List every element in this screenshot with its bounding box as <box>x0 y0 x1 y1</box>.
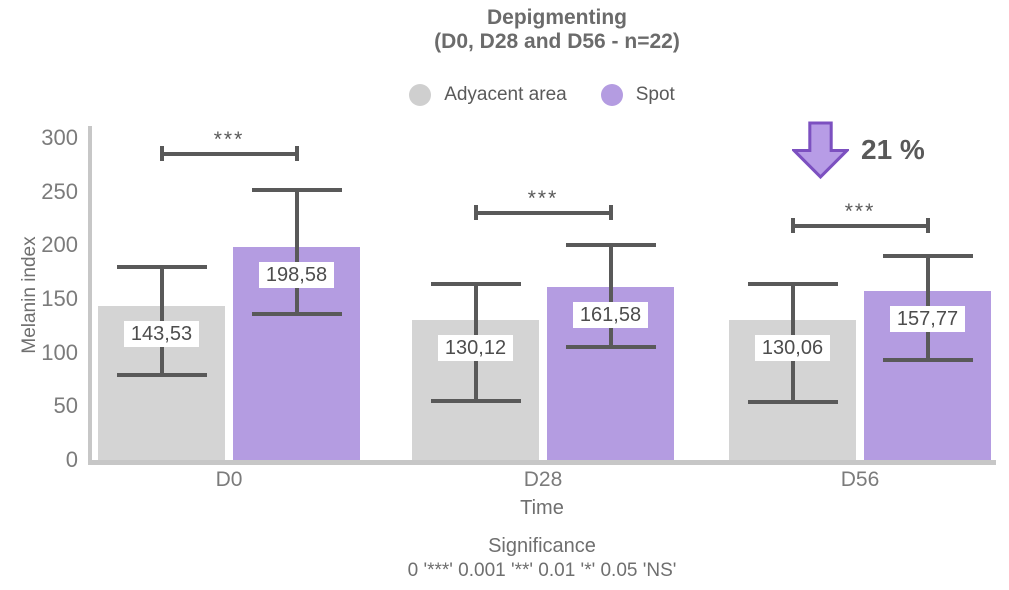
legend-label-adjacent: Adyacent area <box>444 84 567 105</box>
value-label-text: 130,12 <box>437 335 514 362</box>
sig-bracket-left-tick-D0 <box>159 146 164 161</box>
y-tick-label: 100 <box>41 339 78 365</box>
value-label-spot-D0: 198,58 <box>227 261 367 288</box>
error-bar-bottom-cap-spot-D28 <box>565 345 656 350</box>
y-tick-label: 0 <box>65 447 78 472</box>
sig-bracket-right-tick-D56 <box>925 218 930 233</box>
value-label-spot-D56: 157,77 <box>858 305 998 332</box>
value-label-spot-D28: 161,58 <box>541 301 681 328</box>
error-bar-bottom-cap-spot-D56 <box>882 358 973 363</box>
significance-scale: 0 '***' 0.001 '**' 0.01 '*' 0.05 'NS' <box>407 560 677 581</box>
value-label-adjacent-D0: 143,53 <box>92 320 232 347</box>
x-tick-label-D0: D0 <box>215 468 243 491</box>
decrease-percent-label: 21 % <box>861 134 925 165</box>
error-bar-top-cap-spot-D56 <box>882 254 973 259</box>
y-axis-line <box>88 126 92 465</box>
value-label-text: 161,58 <box>572 301 649 328</box>
value-label-text: 130,06 <box>754 335 831 362</box>
decrease-annotation: 21 % <box>792 120 925 180</box>
error-bar-top-cap-spot-D0 <box>251 187 342 192</box>
sig-bracket-left-tick-D56 <box>790 218 795 233</box>
value-label-text: 143,53 <box>123 320 200 347</box>
sig-stars-D56: *** <box>844 200 876 223</box>
sig-stars-D0: *** <box>213 128 245 151</box>
chart-title-line1: Depigmenting <box>487 6 627 29</box>
legend-item-adjacent: Adyacent area <box>409 84 567 106</box>
x-tick-label-D56: D56 <box>840 468 880 491</box>
y-tick-label: 150 <box>41 286 78 311</box>
down-arrow-icon <box>792 121 849 179</box>
value-label-text: 157,77 <box>889 305 966 332</box>
legend-item-spot: Spot <box>600 84 675 106</box>
error-bar-line-spot-D0 <box>294 189 299 315</box>
legend-dot-adjacent-icon <box>409 84 432 106</box>
value-label-adjacent-D56: 130,06 <box>723 335 863 362</box>
error-bar-line-spot-D28 <box>608 245 613 348</box>
value-label-adjacent-D28: 130,12 <box>406 335 546 362</box>
sig-bracket-right-tick-D0 <box>294 146 299 161</box>
significance-title: Significance <box>488 535 596 557</box>
sig-bracket-D56 <box>792 224 928 228</box>
x-axis-line <box>88 460 996 465</box>
error-bar-bottom-cap-adjacent-D0 <box>116 373 207 378</box>
sig-stars-D28: *** <box>527 187 559 210</box>
error-bar-bottom-cap-adjacent-D28 <box>430 398 521 403</box>
sig-bracket-right-tick-D28 <box>608 205 613 220</box>
value-label-text: 198,58 <box>258 261 335 288</box>
legend: Adyacent area Spot <box>88 84 996 106</box>
chart-title-line2: (D0, D28 and D56 - n=22) <box>434 30 680 53</box>
sig-bracket-D0 <box>161 152 297 156</box>
error-bar-top-cap-spot-D28 <box>565 243 656 248</box>
chart-title: Depigmenting (D0, D28 and D56 - n=22) <box>92 6 1009 54</box>
x-tick-label-D28: D28 <box>523 468 563 491</box>
error-bar-bottom-cap-adjacent-D56 <box>747 400 838 405</box>
sig-bracket-D28 <box>475 211 611 215</box>
y-tick-label: 50 <box>53 393 78 419</box>
legend-dot-spot-icon <box>600 84 623 106</box>
sig-bracket-left-tick-D28 <box>473 205 478 220</box>
error-bar-top-cap-adjacent-D56 <box>747 281 838 286</box>
y-tick-label: 200 <box>41 232 78 258</box>
y-tick-label: 250 <box>41 178 78 204</box>
legend-label-spot: Spot <box>635 84 675 105</box>
y-tick-label: 300 <box>41 125 78 150</box>
error-bar-top-cap-adjacent-D0 <box>116 264 207 269</box>
x-axis-title: Time <box>520 497 564 519</box>
error-bar-bottom-cap-spot-D0 <box>251 312 342 317</box>
error-bar-top-cap-adjacent-D28 <box>430 281 521 286</box>
